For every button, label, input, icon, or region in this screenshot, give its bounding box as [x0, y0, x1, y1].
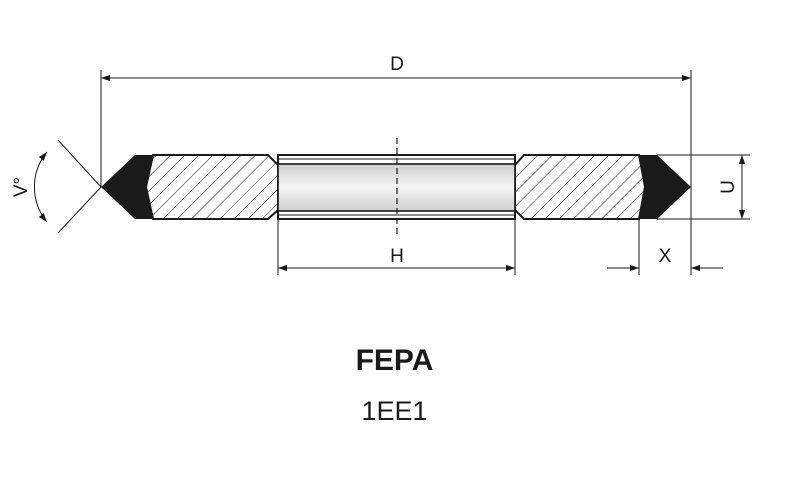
dimension-u-label: U — [718, 180, 739, 194]
dimension-u: U — [657, 154, 750, 220]
dimension-x: X — [607, 187, 723, 275]
caption-shape-code: 1EE1 — [361, 396, 428, 426]
dimension-x-label: X — [659, 246, 672, 267]
right-abrasive-tip — [639, 155, 691, 219]
dimension-d-label: D — [390, 54, 404, 75]
caption-standard: FEPA — [355, 344, 434, 377]
dimension-d: D — [100, 54, 692, 187]
left-abrasive-tip — [101, 155, 153, 219]
dimension-h: H — [277, 219, 516, 275]
dimension-h-label: H — [390, 246, 404, 267]
right-body-section — [514, 154, 647, 220]
dimension-angle-label: V° — [11, 177, 32, 197]
dimension-angle: V° — [11, 139, 102, 234]
left-body-section — [144, 154, 279, 220]
